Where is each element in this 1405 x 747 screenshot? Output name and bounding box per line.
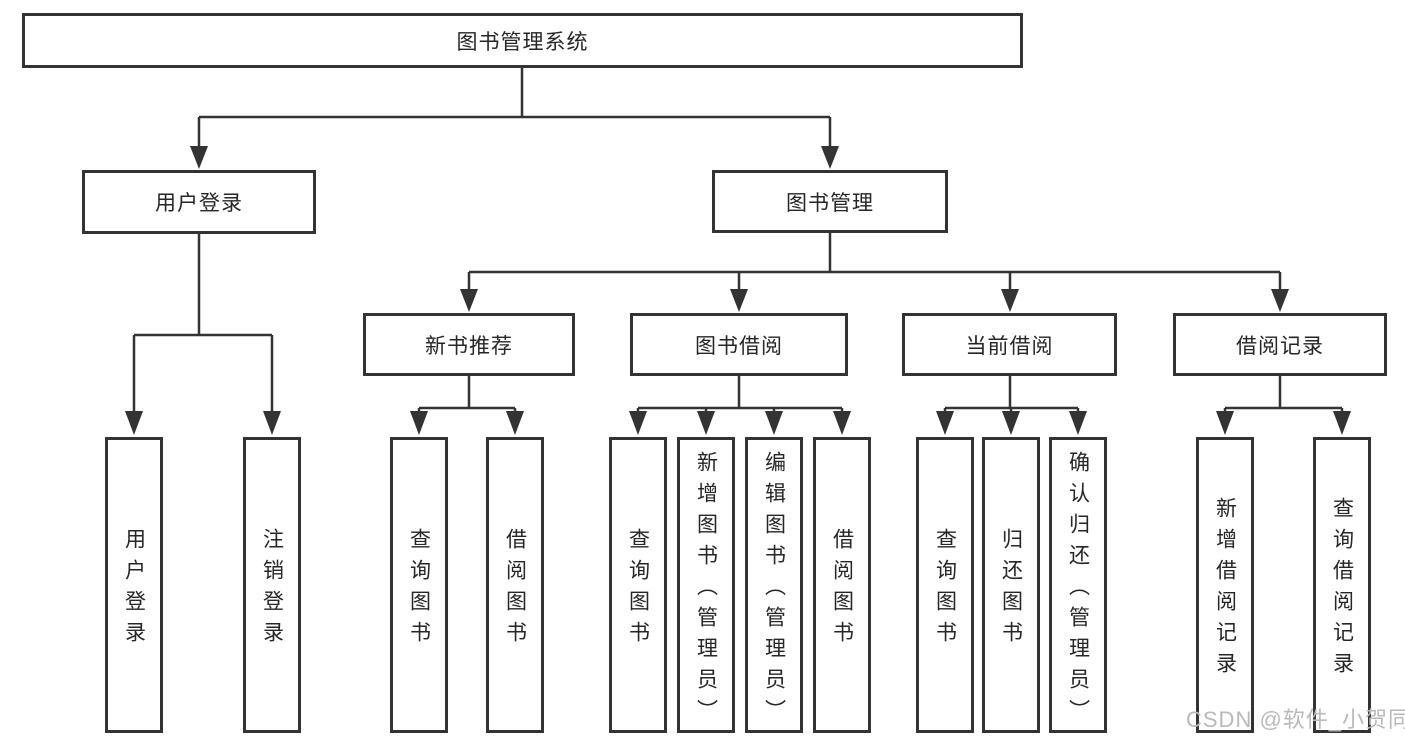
leaf-label: 查询图书: [626, 528, 650, 652]
leaf-edit-books-admin: 编辑图书（管理员）: [745, 437, 803, 733]
node-book-borrowing: 图书借阅: [630, 313, 848, 376]
leaf-label: 借阅图书: [830, 528, 854, 652]
csdn-watermark: CSDN @软件_小贺同学: [1186, 707, 1405, 732]
leaf-return-books: 归还图书: [982, 437, 1040, 733]
leaf-label: 编辑图书（管理员）: [762, 450, 786, 730]
leaf-label: 确认归还（管理员）: [1066, 450, 1090, 730]
leaf-label: 新增图书（管理员）: [694, 450, 718, 730]
leaf-label: 归还图书: [999, 528, 1023, 652]
leaf-borrow-books-1: 借阅图书: [486, 437, 544, 733]
node-borrowing-records: 借阅记录: [1173, 313, 1387, 376]
leaf-label: 用户登录: [122, 528, 146, 652]
leaf-label: 查询图书: [933, 528, 957, 652]
node-book-management-module: 图书管理: [712, 170, 948, 233]
node-user-login-module: 用户登录: [82, 170, 316, 234]
node-system-root: 图书管理系统: [22, 13, 1023, 68]
leaf-label: 新增借阅记录: [1213, 497, 1237, 683]
leaf-add-books-admin: 新增图书（管理员）: [677, 437, 735, 733]
leaf-query-borrow-record: 查询借阅记录: [1313, 437, 1371, 733]
leaf-logout: 注销登录: [243, 437, 301, 733]
node-new-book-recommend: 新书推荐: [363, 313, 575, 376]
leaf-label: 查询借阅记录: [1330, 497, 1354, 683]
leaf-add-borrow-record: 新增借阅记录: [1196, 437, 1254, 733]
leaf-user-login: 用户登录: [105, 437, 163, 733]
leaf-query-books-3: 查询图书: [916, 437, 974, 733]
leaf-label: 注销登录: [260, 528, 284, 652]
leaf-label: 查询图书: [407, 528, 431, 652]
leaf-confirm-return-admin: 确认归还（管理员）: [1049, 437, 1107, 733]
leaf-query-books-1: 查询图书: [390, 437, 448, 733]
leaf-borrow-books-2: 借阅图书: [813, 437, 871, 733]
leaf-label: 借阅图书: [503, 528, 527, 652]
node-current-borrowing: 当前借阅: [902, 313, 1117, 376]
leaf-query-books-2: 查询图书: [609, 437, 667, 733]
